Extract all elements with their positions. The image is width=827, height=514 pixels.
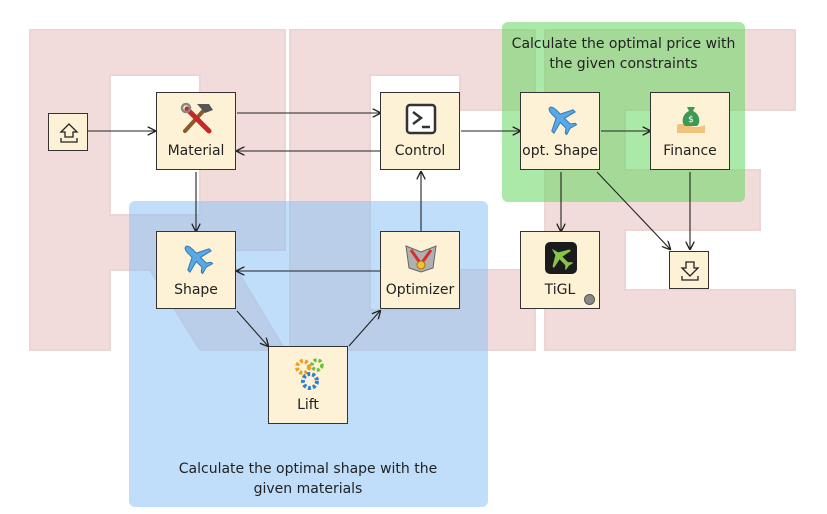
airplane-icon	[184, 245, 214, 275]
terminal-script-icon	[405, 103, 437, 135]
control-node[interactable]: Control	[380, 92, 460, 170]
edge-shape-lift	[236, 310, 268, 346]
input-node[interactable]	[48, 113, 88, 151]
material-label: Material	[167, 143, 225, 159]
material-node[interactable]: Material	[156, 92, 236, 170]
optimizer-label: Optimizer	[385, 282, 455, 298]
tigl-label: TiGL	[544, 282, 576, 298]
opt-shape-node[interactable]: opt. Shape	[520, 92, 600, 170]
tigl-node[interactable]: TiGL	[520, 231, 600, 309]
svg-text:$: $	[688, 115, 694, 125]
tigl-plane-icon	[545, 242, 577, 274]
output-node[interactable]	[669, 251, 709, 289]
control-label: Control	[394, 143, 446, 159]
airplane-icon	[548, 106, 578, 136]
shape-label: Shape	[174, 282, 218, 298]
download-icon	[680, 261, 700, 281]
price-group-label: Calculate the optimal price with the giv…	[511, 36, 736, 72]
lift-node[interactable]: Lift	[268, 346, 348, 424]
edge-lift-optimizer	[348, 311, 380, 347]
hammer-wrench-icon	[180, 102, 213, 134]
upload-icon	[59, 123, 79, 143]
optimizer-icon	[405, 245, 437, 273]
finance-label: Finance	[663, 143, 717, 159]
shape-group-label: Calculate the optimal shape with the giv…	[178, 461, 438, 497]
finance-node[interactable]: $ Finance	[650, 92, 730, 170]
shape-node[interactable]: Shape	[156, 231, 236, 309]
lift-label: Lift	[297, 397, 319, 413]
edge-optshape-output	[596, 171, 670, 249]
optimizer-node[interactable]: Optimizer	[380, 231, 460, 309]
money-bag-icon: $	[677, 107, 705, 133]
clock-icon	[584, 294, 595, 305]
gears-icon	[295, 358, 324, 390]
opt-shape-label: opt. Shape	[522, 143, 598, 159]
